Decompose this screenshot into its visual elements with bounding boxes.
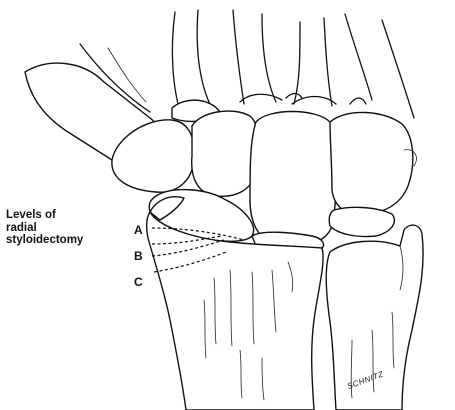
hamate [330, 112, 413, 214]
caption-line-3: styloidectomy [6, 234, 131, 247]
middle-metacarpal-right [262, 14, 276, 102]
caption-line-1: Levels of [6, 209, 131, 222]
level-label-a: A [134, 223, 143, 237]
ulna [326, 225, 423, 410]
capitate [250, 112, 336, 247]
caption: Levels of radial styloidectomy [6, 209, 131, 247]
little-metacarpal-right [382, 20, 414, 118]
index-metacarpal-right [197, 10, 214, 112]
cmc-ligament-2 [350, 98, 366, 104]
ring-base-flare [292, 97, 336, 105]
little-metacarpal-left [345, 14, 372, 100]
middle-metacarpal-left [233, 10, 244, 104]
level-label-c: C [134, 275, 143, 289]
ulna-head [326, 225, 423, 410]
ring-metacarpal-right [324, 18, 332, 106]
cmc-ligament-1 [286, 94, 302, 99]
ring-metacarpal-left [294, 22, 300, 104]
level-label-b: B [134, 249, 143, 263]
caption-line-2: radial [6, 222, 131, 235]
trapezoid [192, 111, 259, 196]
triquetrum [329, 207, 394, 236]
